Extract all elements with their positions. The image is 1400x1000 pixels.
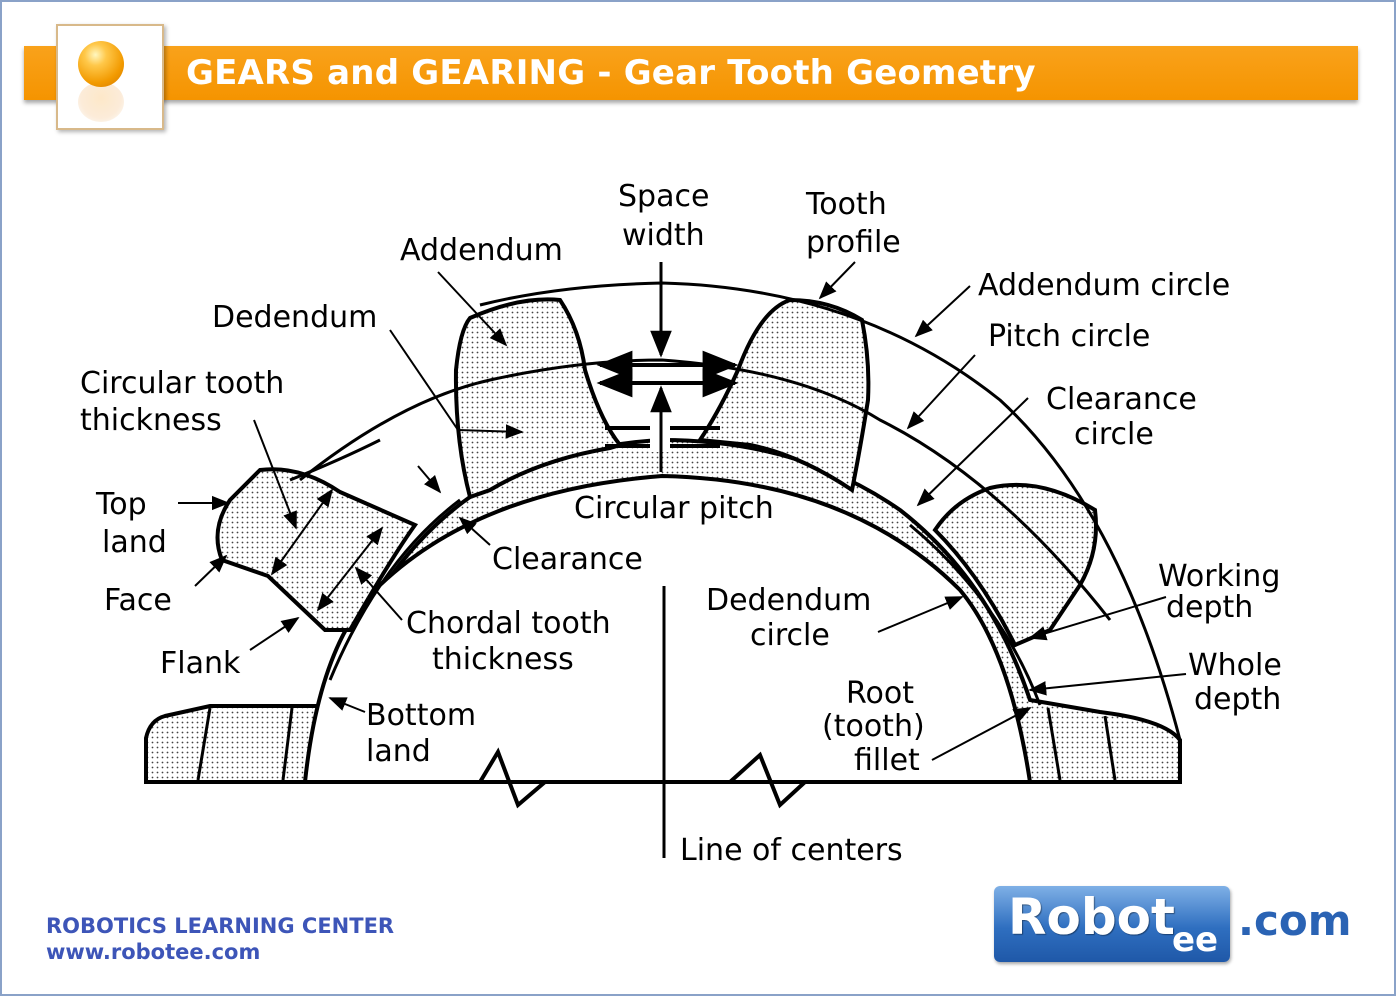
label-bottom-land-2: land	[366, 734, 431, 769]
label-circular-pitch: Circular pitch	[574, 491, 774, 526]
robotee-logo-sub: ee	[1172, 920, 1219, 960]
label-line-of-centers: Line of centers	[680, 833, 903, 868]
label-clearance: Clearance	[492, 542, 643, 577]
label-circular-tooth-thickness-1: Circular tooth	[80, 366, 284, 401]
org-url: www.robotee.com	[46, 940, 261, 964]
label-top-land-1: Top	[95, 487, 147, 522]
title-bar	[24, 46, 1358, 100]
robotee-logo-box	[994, 886, 1230, 962]
radial-line	[196, 707, 212, 781]
robotee-logo-domain: .com	[1238, 896, 1352, 945]
radial-line	[1103, 715, 1117, 781]
label-dedendum: Dedendum	[212, 300, 377, 335]
label-face: Face	[104, 583, 172, 618]
label-tooth-profile-2: profile	[806, 225, 901, 260]
label-clearance-circle-1: Clearance	[1046, 382, 1197, 417]
label-clearance-circle-2: circle	[1074, 417, 1154, 452]
page-title: GEARS and GEARING - Gear Tooth Geometry	[186, 53, 1036, 93]
label-root-fillet-1: Root	[846, 676, 914, 711]
label-dedendum-circle-2: circle	[750, 618, 830, 653]
radial-line	[281, 707, 294, 781]
robotee-logo: Robot ee	[994, 886, 1230, 962]
tooth-right	[932, 482, 1098, 648]
label-space-width-1: Space	[618, 179, 709, 214]
orb-reflection-icon	[78, 82, 124, 122]
robotee-logo-main: Robot	[1008, 888, 1175, 946]
label-whole-depth-1: Whole	[1188, 648, 1282, 683]
clearance-circle-arc	[328, 498, 461, 681]
label-addendum: Addendum	[400, 233, 563, 268]
logo-badge	[56, 24, 164, 130]
label-space-width-2: width	[622, 218, 705, 253]
tooth-center-left	[453, 297, 624, 500]
label-circular-tooth-thickness-2: thickness	[80, 403, 222, 438]
label-chordal-tooth-thickness-2: thickness	[432, 642, 574, 677]
label-root-fillet-3: fillet	[854, 743, 920, 778]
working-depth-arc	[909, 523, 1042, 706]
label-whole-depth-2: depth	[1194, 682, 1281, 717]
label-root-fillet-2: (tooth)	[822, 709, 925, 744]
org-name: ROBOTICS LEARNING CENTER	[46, 914, 395, 938]
addendum-circle-arc	[479, 281, 1182, 741]
label-flank: Flank	[160, 646, 241, 681]
label-chordal-tooth-thickness-1: Chordal tooth	[406, 606, 611, 641]
label-tooth-profile-1: Tooth	[805, 187, 887, 222]
label-pitch-circle: Pitch circle	[988, 319, 1150, 354]
label-dedendum-circle-1: Dedendum	[706, 583, 871, 618]
radial-line	[1046, 707, 1062, 781]
left-inner-arc	[289, 438, 381, 482]
base-line	[146, 747, 1180, 809]
label-working-depth-1: Working	[1158, 559, 1280, 594]
orange-orb-icon	[78, 41, 124, 87]
label-bottom-land-1: Bottom	[366, 698, 476, 733]
label-top-land-2: land	[102, 525, 167, 560]
label-working-depth-2: depth	[1166, 590, 1253, 625]
label-addendum-circle: Addendum circle	[978, 268, 1230, 303]
